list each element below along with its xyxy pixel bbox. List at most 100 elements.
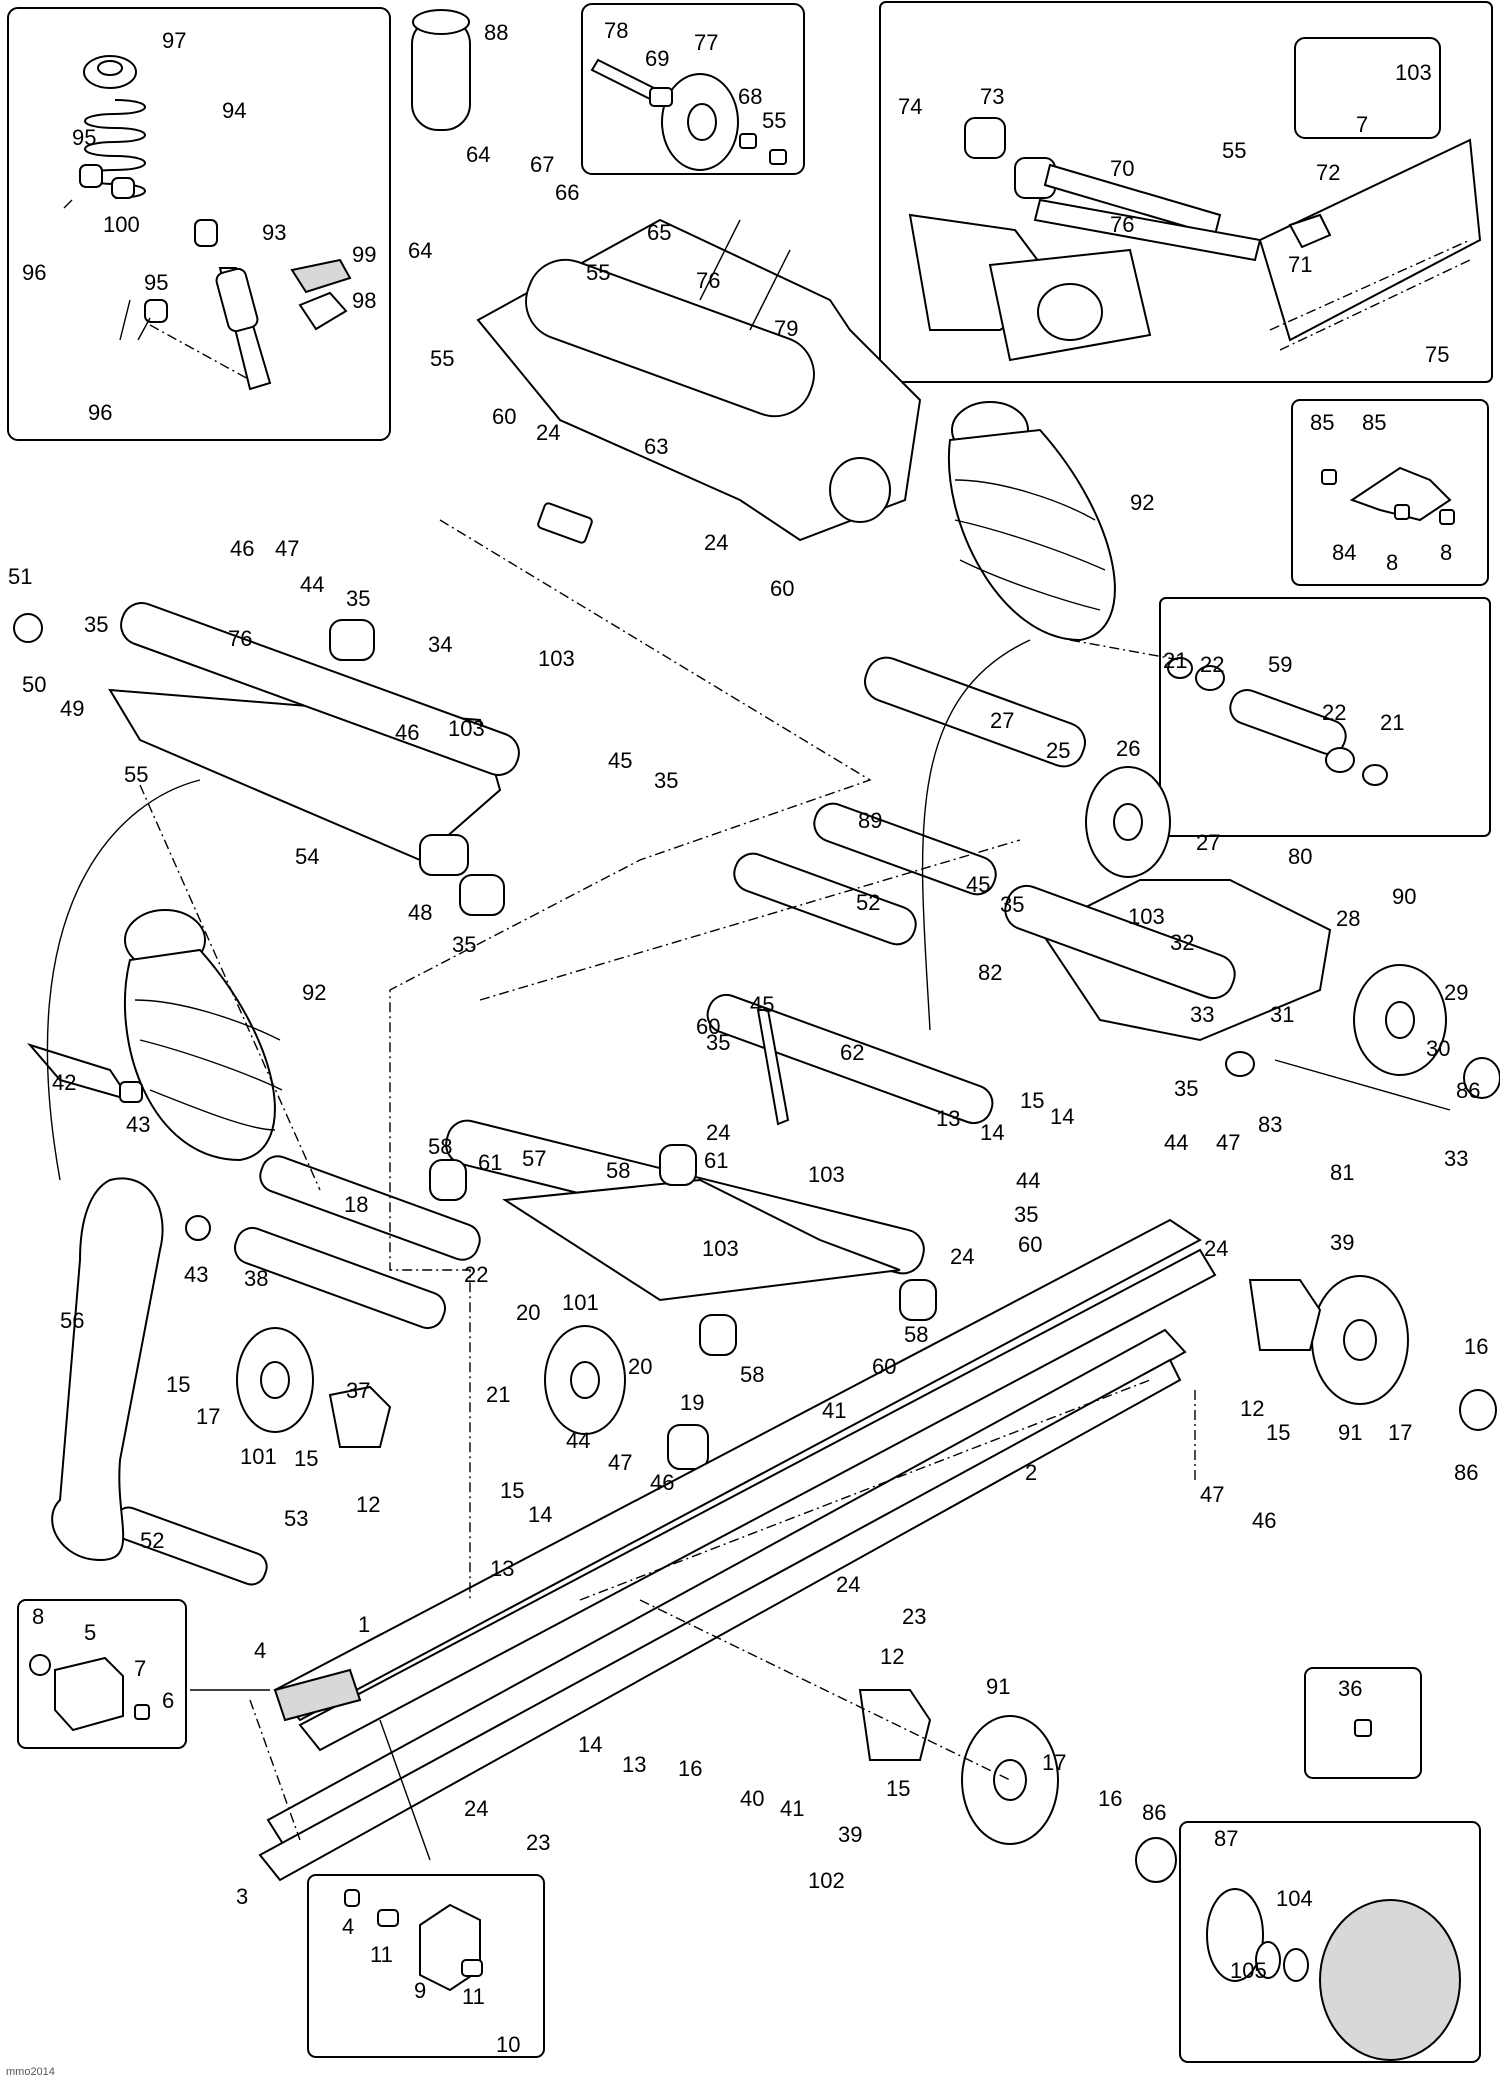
callout-c10: 10	[496, 2032, 520, 2057]
callout-c58b: 58	[606, 1158, 630, 1183]
callout-c55a: 55	[762, 108, 786, 133]
callout-c9: 9	[414, 1978, 426, 2003]
callout-c43a: 43	[126, 1112, 150, 1137]
callout-c28: 28	[1336, 906, 1360, 931]
callout-c47a: 47	[275, 536, 299, 561]
idler-wheel-77	[590, 58, 787, 171]
callout-c46d: 46	[1252, 1508, 1276, 1533]
callout-c14b: 14	[1050, 1104, 1074, 1129]
callout-c39a: 39	[1330, 1230, 1354, 1255]
callout-c38: 38	[244, 1266, 268, 1291]
callout-c8b: 8	[1440, 540, 1452, 565]
inset-slider-9	[307, 1874, 545, 2058]
callout-c17c: 17	[1042, 1750, 1066, 1775]
callout-c15e: 15	[500, 1478, 524, 1503]
callout-c46a: 46	[230, 536, 254, 561]
callout-c59: 59	[1268, 652, 1292, 677]
callout-c47c: 47	[608, 1450, 632, 1475]
callout-c20a: 20	[516, 1300, 540, 1325]
rear-shock-92	[947, 401, 1116, 642]
callout-c72: 72	[1316, 160, 1340, 185]
callout-c24g: 24	[464, 1796, 488, 1821]
callout-c32: 32	[1170, 930, 1194, 955]
callout-c51: 51	[8, 564, 32, 589]
callout-c44d: 44	[566, 1428, 590, 1453]
wheel-91-lower	[858, 1689, 1177, 1883]
callout-c7b: 7	[134, 1656, 146, 1681]
callout-c89: 89	[858, 808, 882, 833]
callout-c23b: 23	[526, 1830, 550, 1855]
callout-c46b: 46	[395, 720, 419, 745]
callout-c93: 93	[262, 220, 286, 245]
callout-c55b: 55	[586, 260, 610, 285]
callout-c61b: 61	[704, 1148, 728, 1173]
callout-c37: 37	[346, 1378, 370, 1403]
callout-c85b: 85	[1362, 410, 1386, 435]
callout-c35h: 35	[1014, 1202, 1038, 1227]
callout-c2: 2	[1025, 1460, 1037, 1485]
callout-c77: 77	[694, 30, 718, 55]
idler-wheel-101-left	[236, 1327, 314, 1433]
callout-c21c: 21	[486, 1382, 510, 1407]
callout-c24c: 24	[706, 1120, 730, 1145]
callout-c30: 30	[1426, 1036, 1450, 1061]
callout-c86a: 86	[1456, 1078, 1480, 1103]
callout-c55d: 55	[1222, 138, 1246, 163]
callout-c90: 90	[1392, 884, 1416, 909]
slider-5	[29, 1654, 150, 1732]
callout-c27b: 27	[1196, 830, 1220, 855]
callout-c35b: 35	[84, 612, 108, 637]
assembly-guide-lines	[46, 519, 1196, 1861]
callout-c46c: 46	[650, 1470, 674, 1495]
front-linkage-group	[908, 117, 1482, 362]
cross-shafts	[51, 1155, 481, 1586]
callout-c91b: 91	[986, 1674, 1010, 1699]
callout-c8a: 8	[1386, 550, 1398, 575]
inset-shock-components	[7, 7, 391, 441]
callout-c36: 36	[1338, 1676, 1362, 1701]
callout-c24d: 24	[950, 1244, 974, 1269]
bracket-42	[26, 1043, 143, 1103]
callout-c64a: 64	[466, 142, 490, 167]
callout-c8c: 8	[32, 1604, 44, 1629]
callout-c103a: 103	[1395, 60, 1432, 85]
callout-c57: 57	[522, 1146, 546, 1171]
callout-c82: 82	[978, 960, 1002, 985]
callout-c52a: 52	[856, 890, 880, 915]
callout-c81: 81	[1330, 1160, 1354, 1185]
callout-c24e: 24	[1204, 1236, 1228, 1261]
callout-c52b: 52	[140, 1528, 164, 1553]
callout-c95b: 95	[144, 270, 168, 295]
sprocket-87	[1206, 1888, 1461, 2061]
callout-c83: 83	[1258, 1112, 1282, 1137]
callout-c12b: 12	[356, 1492, 380, 1517]
inset-small-103	[1294, 37, 1441, 139]
callout-c68: 68	[738, 84, 762, 109]
callout-c104: 104	[1276, 1886, 1313, 1911]
callout-c39b: 39	[838, 1822, 862, 1847]
arm-34	[13, 602, 520, 916]
callout-c11a: 11	[370, 1942, 393, 1967]
callout-c26: 26	[1116, 736, 1140, 761]
callout-c13b: 13	[490, 1556, 514, 1581]
callout-c16b: 16	[678, 1756, 702, 1781]
callout-c50: 50	[22, 672, 46, 697]
callout-c103e: 103	[808, 1162, 845, 1187]
callout-c85a: 85	[1310, 410, 1334, 435]
inset-idler-wheel	[581, 3, 805, 175]
inset-nut-36	[1304, 1667, 1422, 1779]
wheel-91-upper	[1248, 1275, 1497, 1431]
idler-wheel-101-right	[544, 1325, 626, 1435]
callout-c21b: 21	[1380, 710, 1404, 735]
callout-c45c: 45	[750, 992, 774, 1017]
callout-c20b: 20	[628, 1354, 652, 1379]
callout-c22b: 22	[1322, 700, 1346, 725]
callout-c75: 75	[1425, 342, 1449, 367]
callout-c14a: 14	[980, 1120, 1004, 1145]
callout-c49: 49	[60, 696, 84, 721]
callout-c13c: 13	[622, 1752, 646, 1777]
callout-c96a: 96	[22, 260, 46, 285]
callout-c43b: 43	[184, 1262, 208, 1287]
nut-36	[1354, 1719, 1372, 1737]
